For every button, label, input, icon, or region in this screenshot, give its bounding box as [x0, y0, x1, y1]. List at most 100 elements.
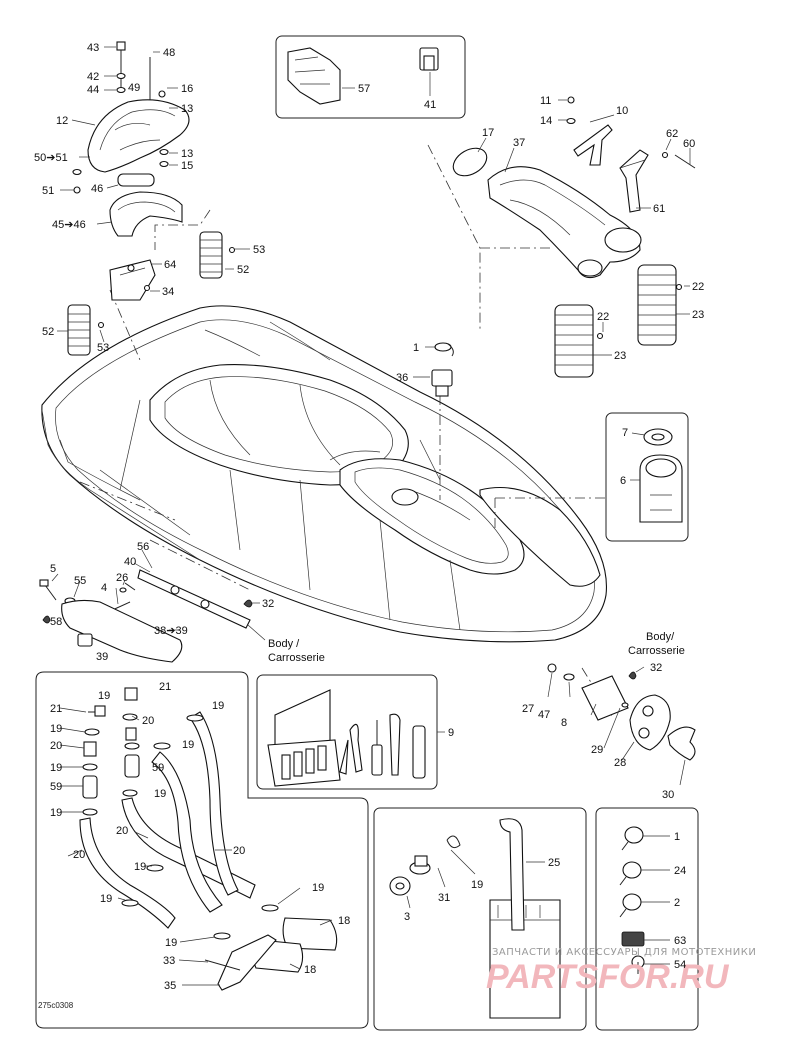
callout-44: 44	[87, 84, 99, 96]
leader-line	[79, 481, 176, 521]
watermark-tagline: ЗАПЧАСТИ И АКСЕССУАРЫ ДЛЯ МОТОТЕХНИКИ	[492, 947, 756, 958]
callout-29: 29	[591, 744, 603, 756]
callout-53b: 53	[97, 342, 109, 354]
callout-19i: 19	[100, 893, 112, 905]
box-cable-holders	[275, 35, 466, 119]
callout-16: 16	[181, 83, 193, 95]
callout-34: 34	[162, 286, 174, 298]
callout-leaders	[51, 46, 691, 986]
callout-32a: 32	[262, 598, 274, 610]
callout-59b: 59	[50, 781, 62, 793]
cable-holder-parts	[287, 47, 439, 105]
callout-r24: 24	[674, 865, 686, 877]
callout-21b: 21	[159, 681, 171, 693]
callout-r54: 54	[674, 959, 686, 971]
callout-19d: 19	[182, 739, 194, 751]
callout-51: 51	[42, 185, 54, 197]
callout-23a: 23	[692, 309, 704, 321]
callout-13b: 13	[181, 148, 193, 160]
callout-45-46: 45➔46	[52, 219, 86, 231]
callout-19k: 19	[165, 937, 177, 949]
callout-49: 49	[128, 82, 140, 94]
callout-20a: 20	[142, 715, 154, 727]
box-battery	[373, 807, 587, 1031]
callout-11: 11	[540, 95, 551, 107]
callout-19g: 19	[50, 807, 62, 819]
callout-33: 33	[163, 955, 175, 967]
watercraft-body	[41, 305, 608, 643]
callout-15: 15	[181, 160, 193, 172]
callout-36: 36	[396, 372, 408, 384]
callout-21a: 21	[50, 703, 62, 715]
callout-7: 7	[622, 427, 628, 439]
battery-parts	[389, 818, 561, 1019]
tool-kit	[267, 689, 426, 787]
callout-52b: 52	[42, 326, 54, 338]
callout-8: 8	[561, 717, 567, 729]
callout-43: 43	[87, 42, 99, 54]
callout-56: 56	[137, 541, 149, 553]
watermark-logo: PARTSFOR.RU	[486, 958, 730, 996]
clamp-parts	[619, 826, 645, 974]
air-intake-assembly	[452, 96, 696, 378]
callout-37: 37	[513, 137, 525, 149]
body-label-2-line2: Carrosserie	[628, 645, 685, 657]
mount-bracket-parts	[39, 569, 253, 663]
box-cap-assembly	[605, 412, 689, 542]
callout-12: 12	[56, 115, 68, 127]
callout-22a: 22	[692, 281, 704, 293]
callout-26: 26	[116, 572, 128, 584]
callout-46: 46	[91, 183, 103, 195]
callout-57: 57	[358, 83, 370, 95]
callout-4: 4	[101, 582, 107, 594]
leader-line	[109, 289, 141, 361]
callout-20e: 20	[73, 849, 85, 861]
callout-19f: 19	[154, 788, 166, 800]
callout-22b: 22	[597, 311, 609, 323]
callout-19j: 19	[312, 882, 324, 894]
callout-41: 41	[424, 99, 436, 111]
body-label-line2: Carrosserie	[268, 652, 325, 664]
callout-64: 64	[164, 259, 176, 271]
callout-10: 10	[616, 105, 628, 117]
callout-31: 31	[438, 892, 450, 904]
callout-3: 3	[404, 911, 410, 923]
callout-52a: 52	[237, 264, 249, 276]
callout-18a: 18	[338, 915, 350, 927]
callout-20d: 20	[233, 845, 245, 857]
callout-47: 47	[538, 709, 550, 721]
callout-17: 17	[482, 127, 494, 139]
callout-60: 60	[683, 138, 695, 150]
callout-r2: 2	[674, 897, 680, 909]
leader-line	[494, 497, 606, 530]
callout-39: 39	[96, 651, 108, 663]
callout-6: 6	[620, 475, 626, 487]
callout-18b: 18	[304, 964, 316, 976]
box-clamps	[595, 807, 699, 1031]
callout-19b: 19	[212, 700, 224, 712]
callout-40: 40	[124, 556, 136, 568]
callout-19c: 19	[50, 723, 62, 735]
drawing-code: 275c0308	[38, 1001, 74, 1010]
callout-19l: 19	[471, 879, 483, 891]
body-label-2-line1: Body/	[646, 631, 675, 643]
callout-35: 35	[164, 980, 176, 992]
callout-19h: 19	[134, 861, 146, 873]
callout-20b: 20	[50, 740, 62, 752]
callout-19a: 19	[98, 690, 110, 702]
filler-neck-parts	[431, 342, 683, 523]
callout-62: 62	[666, 128, 678, 140]
callout-r1: 1	[674, 831, 680, 843]
fuel-line-hoses	[79, 687, 338, 991]
callout-9: 9	[448, 727, 454, 739]
callout-48: 48	[163, 47, 175, 59]
callout-19e: 19	[50, 762, 62, 774]
callout-53a: 53	[253, 244, 265, 256]
callout-55: 55	[74, 575, 86, 587]
callout-23b: 23	[614, 350, 626, 362]
callout-25: 25	[548, 857, 560, 869]
callout-labels: 43 48 42 44 49 16 13 12 50➔51 13 15 51 4…	[34, 42, 704, 992]
callout-59a: 59	[152, 762, 164, 774]
handle-assembly	[67, 41, 236, 356]
